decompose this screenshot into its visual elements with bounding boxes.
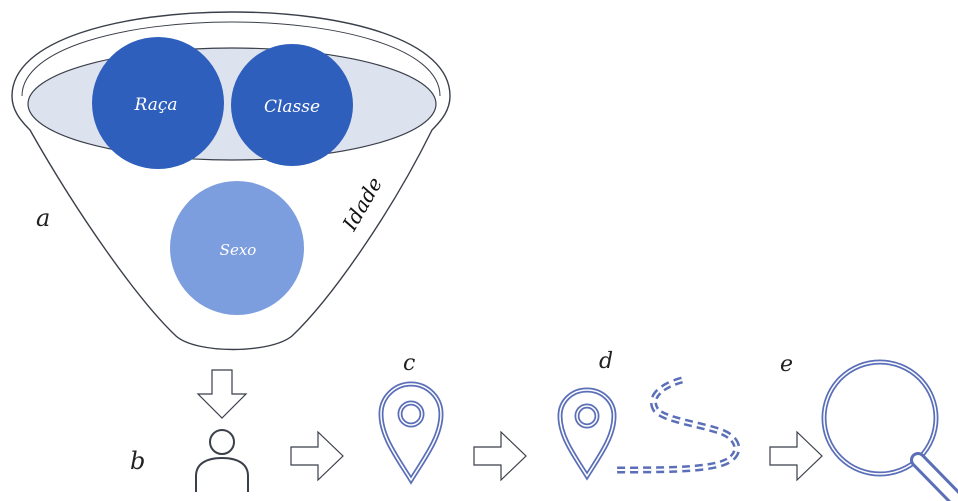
circle-raca [92, 37, 224, 169]
dashed-path-icon [611, 376, 741, 474]
location-pin-icon [557, 387, 617, 481]
step-label-c: c [403, 351, 415, 376]
circle-classe [231, 44, 353, 166]
step-label-b: b [130, 447, 145, 475]
step-label-e: e [780, 352, 793, 377]
funnel-inner-outline [21, 21, 441, 97]
step-label-d: d [599, 349, 613, 374]
right-arrow-icon [290, 430, 344, 482]
person-icon [195, 429, 249, 492]
right-arrow-icon [473, 430, 527, 482]
funnel: Raça Classe Sexo Idade [11, 11, 451, 351]
down-arrow-icon [196, 369, 248, 419]
step-label-a: a [36, 204, 50, 232]
location-pin-icon [378, 381, 444, 485]
circle-classe-label: Classe [264, 97, 320, 117]
magnifying-glass-icon [821, 359, 958, 501]
right-arrow-icon [769, 430, 823, 482]
circle-raca-label: Raça [134, 95, 178, 115]
circle-sexo [170, 181, 304, 315]
circle-sexo-label: Sexo [220, 241, 257, 259]
